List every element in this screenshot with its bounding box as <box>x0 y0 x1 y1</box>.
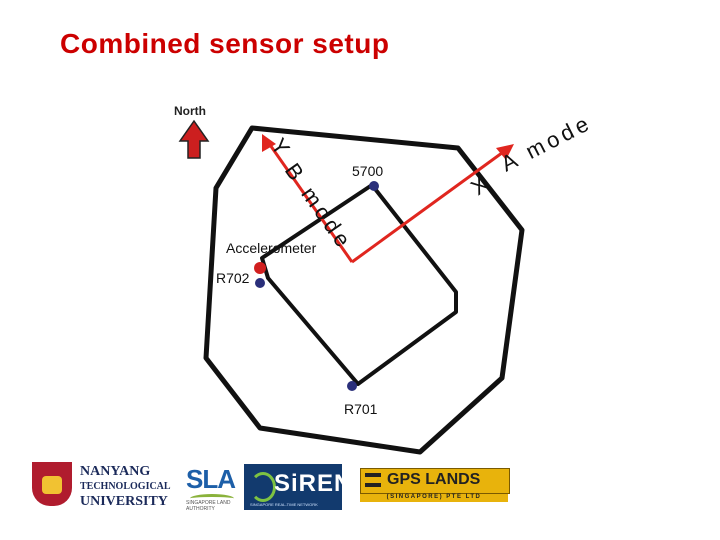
ntu-line-2: TECHNOLOGICAL <box>80 481 171 492</box>
sensor-5700-marker <box>369 181 379 191</box>
sla-subtitle: SINGAPORE LAND AUTHORITY <box>186 500 231 512</box>
sla-wordmark: SLA <box>186 464 236 494</box>
ntu-crest-icon <box>32 462 72 506</box>
inner-track <box>260 183 458 386</box>
sensor-5700-label: 5700 <box>352 163 383 179</box>
ntu-line-3: UNIVERSITY <box>80 494 168 509</box>
ntu-line-1: NANYANG <box>80 464 151 479</box>
sensor-r702-marker <box>255 278 265 288</box>
gps-lands-mark-icon <box>365 473 381 487</box>
gps-lands-logo: GPS LANDS <box>360 468 510 494</box>
sirent-mark-icon <box>250 472 276 502</box>
ntu-logo: NANYANG TECHNOLOGICAL UNIVERSITY <box>30 460 180 512</box>
sirent-wordmark: SiRENT <box>274 470 369 497</box>
sensor-r702-label: R702 <box>216 270 250 286</box>
sensor-diagram: Y B mode X A mode 5700 Accelerometer R70… <box>178 109 596 455</box>
page-title: Combined sensor setup <box>60 28 390 59</box>
gps-lands-wordmark: GPS LANDS <box>387 471 481 488</box>
a-mode-label: A mode <box>497 109 596 176</box>
sirent-logo: SiRENT SINGAPORE REAL-TIME NETWORK <box>244 464 367 510</box>
sla-logo: SLA SINGAPORE LAND AUTHORITY <box>182 462 242 512</box>
y-axis-arrow <box>262 134 354 263</box>
accelerometer-label: Accelerometer <box>226 240 317 256</box>
x-axis-arrow <box>351 144 514 264</box>
outer-track <box>203 125 525 455</box>
north-label: North <box>174 104 206 118</box>
gps-lands-subtitle: (SINGAPORE) PTE LTD <box>360 494 508 502</box>
accelerometer-marker <box>254 262 266 274</box>
y-axis-label: Y <box>266 134 295 161</box>
sla-swoosh-icon <box>190 494 234 503</box>
sensor-r701-label: R701 <box>344 401 378 417</box>
logo-row: NANYANG TECHNOLOGICAL UNIVERSITY SLA SIN… <box>30 460 710 512</box>
north-arrow-icon <box>178 119 210 159</box>
sensor-r701-marker <box>347 381 357 391</box>
sirent-subtitle: SINGAPORE REAL-TIME NETWORK <box>250 502 318 507</box>
